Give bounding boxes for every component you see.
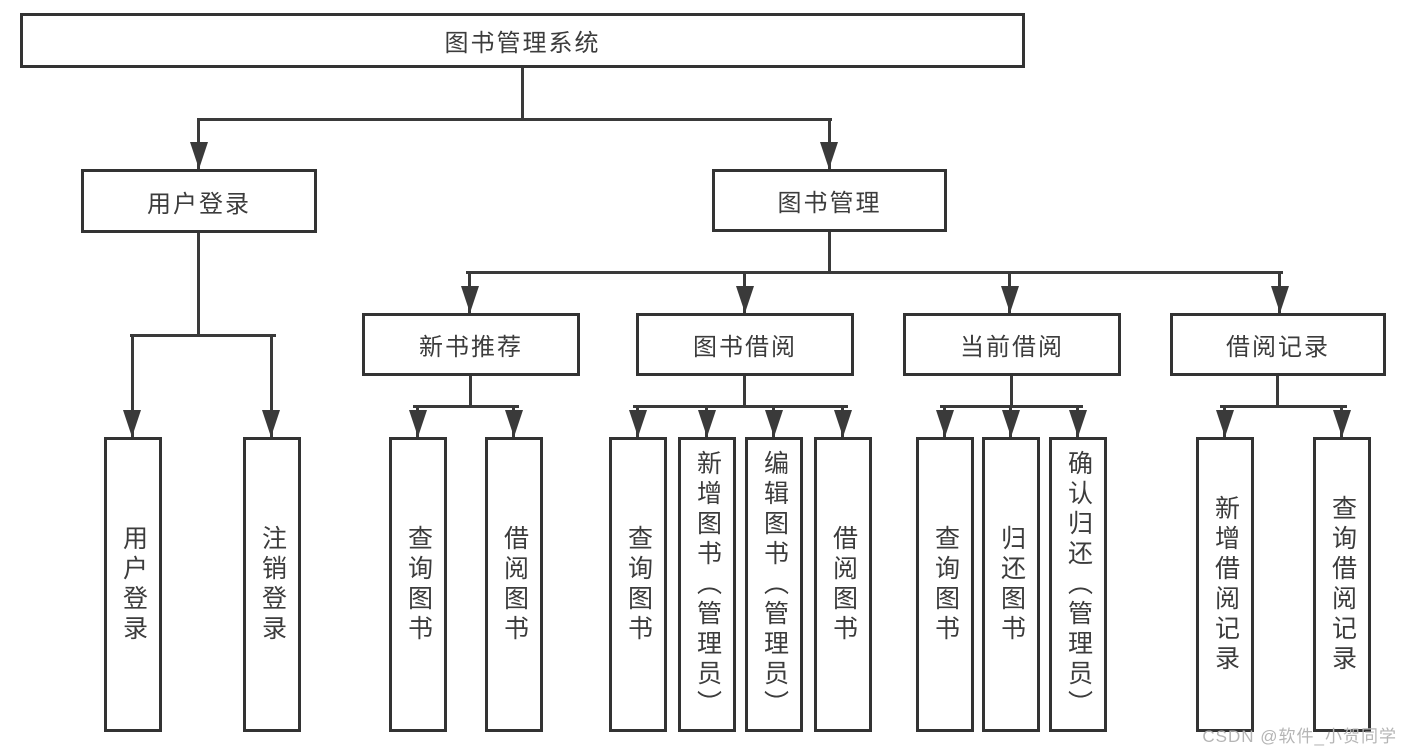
csdn-watermark: CSDN @软件_小贺同学 — [1202, 727, 1397, 746]
node-leaf-bb-add-books: 新增图书（管理员） — [678, 437, 736, 732]
connector-book-mgmt-stem — [828, 232, 831, 274]
connector-book-borrow-bar — [633, 405, 848, 408]
node-leaf-br-add-record-label: 新增借阅记录 — [1211, 494, 1240, 675]
node-new-book-rec: 新书推荐 — [362, 313, 580, 376]
node-leaf-bb-add-books-label: 新增图书（管理员） — [693, 449, 722, 720]
connector-root-stem — [521, 68, 524, 120]
arrowhead-new-book-rec — [461, 286, 479, 313]
node-leaf-bb-borrow-books-label: 借阅图书 — [829, 524, 858, 645]
node-leaf-user-login: 用户登录 — [104, 437, 162, 732]
node-borrow-record-label: 借阅记录 — [1226, 334, 1330, 361]
connector-current-borrow-stem — [1010, 376, 1013, 408]
arrowhead-book-mgmt — [820, 142, 838, 169]
arrowhead-nb-query — [409, 410, 427, 437]
arrowhead-borrow-record — [1271, 286, 1289, 313]
node-leaf-bb-edit-books: 编辑图书（管理员） — [745, 437, 803, 732]
node-leaf-cb-return-books: 归还图书 — [982, 437, 1040, 732]
connector-root-bar — [197, 118, 832, 121]
node-leaf-br-query-record: 查询借阅记录 — [1313, 437, 1371, 732]
node-current-borrow-label: 当前借阅 — [960, 334, 1064, 361]
node-leaf-nb-query-books: 查询图书 — [389, 437, 447, 732]
connector-user-login-stem — [197, 233, 200, 337]
node-leaf-br-query-record-label: 查询借阅记录 — [1328, 494, 1357, 675]
arrowhead-ul-logout — [262, 410, 280, 437]
node-leaf-cb-confirm-return: 确认归还（管理员） — [1049, 437, 1107, 732]
node-leaf-logout: 注销登录 — [243, 437, 301, 732]
node-new-book-rec-label: 新书推荐 — [419, 334, 523, 361]
node-user-login: 用户登录 — [81, 169, 317, 233]
connector-new-book-rec-bar — [413, 405, 519, 408]
node-borrow-record: 借阅记录 — [1170, 313, 1386, 376]
node-book-borrow: 图书借阅 — [636, 313, 854, 376]
node-leaf-bb-query-books: 查询图书 — [609, 437, 667, 732]
connector-borrow-record-stem — [1276, 376, 1279, 408]
arrowhead-br-add — [1216, 410, 1234, 437]
node-leaf-cb-return-books-label: 归还图书 — [997, 524, 1026, 645]
node-book-borrow-label: 图书借阅 — [693, 334, 797, 361]
node-leaf-bb-borrow-books: 借阅图书 — [814, 437, 872, 732]
connector-book-mgmt-bar — [466, 271, 1283, 274]
arrowhead-br-query — [1333, 410, 1351, 437]
connector-borrow-record-bar — [1220, 405, 1347, 408]
node-leaf-cb-query-books: 查询图书 — [916, 437, 974, 732]
node-leaf-bb-query-books-label: 查询图书 — [624, 524, 653, 645]
node-root: 图书管理系统 — [20, 13, 1025, 68]
connector-drop-ul-login — [131, 335, 134, 437]
arrowhead-current-borrow — [1001, 286, 1019, 313]
node-leaf-br-add-record: 新增借阅记录 — [1196, 437, 1254, 732]
arrowhead-bb-edit — [765, 410, 783, 437]
arrowhead-bb-borrow — [834, 410, 852, 437]
arrowhead-cb-confirm — [1069, 410, 1087, 437]
arrowhead-user-login — [190, 142, 208, 169]
connector-user-login-bar — [130, 334, 276, 337]
connector-new-book-rec-stem — [469, 376, 472, 408]
node-leaf-cb-query-books-label: 查询图书 — [931, 524, 960, 645]
node-leaf-nb-borrow-books-label: 借阅图书 — [500, 524, 529, 645]
node-current-borrow: 当前借阅 — [903, 313, 1121, 376]
node-user-login-label: 用户登录 — [147, 190, 251, 218]
node-book-mgmt-label: 图书管理 — [777, 190, 882, 217]
node-root-label: 图书管理系统 — [444, 30, 601, 57]
arrowhead-ul-login — [123, 410, 141, 437]
node-book-mgmt: 图书管理 — [712, 169, 947, 232]
node-leaf-bb-edit-books-label: 编辑图书（管理员） — [760, 449, 789, 720]
connector-drop-ul-logout — [270, 335, 273, 437]
node-leaf-user-login-label: 用户登录 — [119, 524, 148, 645]
node-leaf-logout-label: 注销登录 — [258, 524, 287, 645]
arrowhead-cb-return — [1002, 410, 1020, 437]
arrowhead-cb-query — [936, 410, 954, 437]
node-leaf-cb-confirm-return-label: 确认归还（管理员） — [1064, 449, 1093, 720]
connector-book-borrow-stem — [743, 376, 746, 408]
arrowhead-book-borrow — [736, 286, 754, 313]
arrowhead-bb-query — [629, 410, 647, 437]
arrowhead-bb-add — [698, 410, 716, 437]
arrowhead-nb-borrow — [505, 410, 523, 437]
node-leaf-nb-query-books-label: 查询图书 — [404, 524, 433, 645]
node-leaf-nb-borrow-books: 借阅图书 — [485, 437, 543, 732]
